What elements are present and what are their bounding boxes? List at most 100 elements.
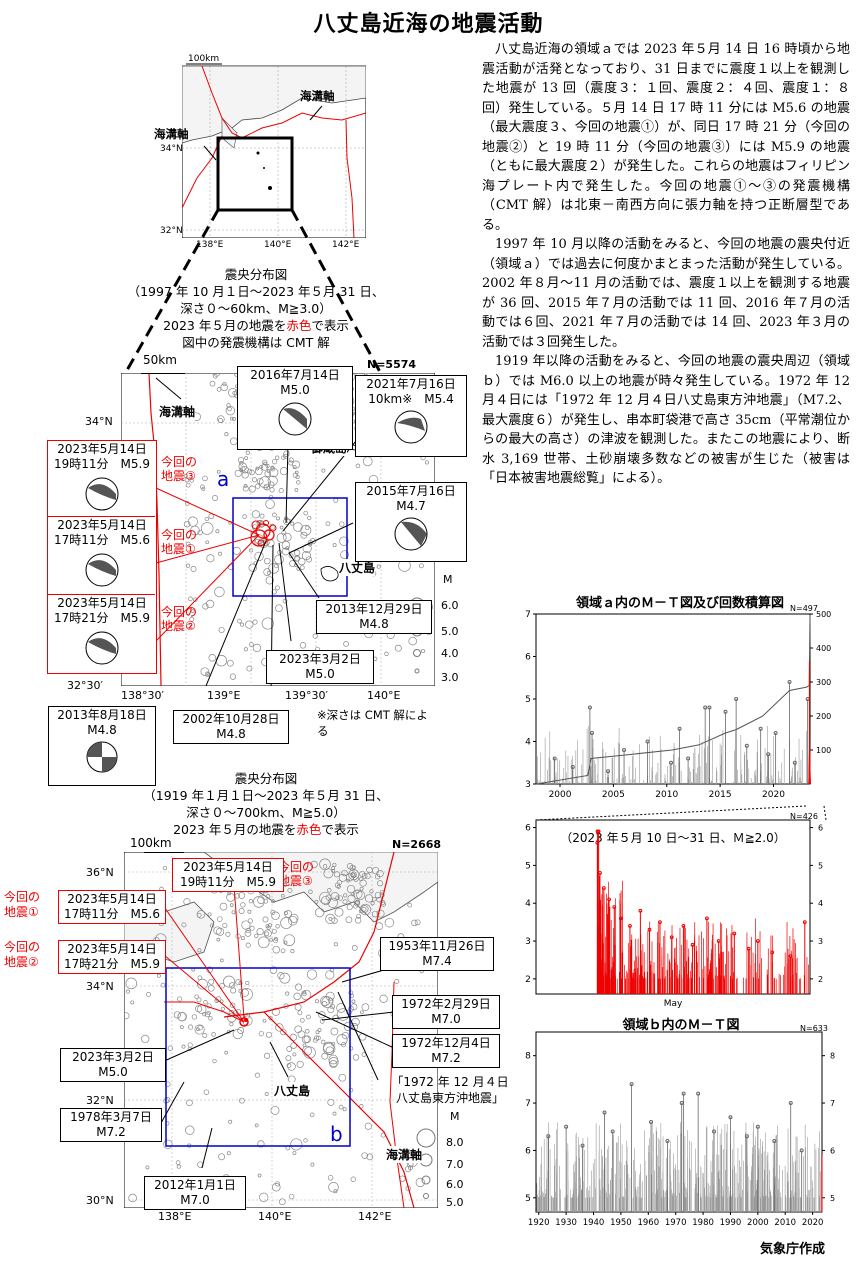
epicenter-dot bbox=[257, 1140, 265, 1148]
map2-mag-label: M bbox=[450, 1110, 460, 1123]
epicenter-dot bbox=[309, 538, 316, 545]
y-left-tick-label: 2 bbox=[525, 975, 531, 985]
x-tick-label: 1980 bbox=[692, 1218, 714, 1228]
map2-mag-5: 5.0 bbox=[446, 1196, 464, 1209]
epicenter-dot bbox=[282, 598, 288, 604]
epicenter-dot bbox=[361, 1152, 368, 1159]
epicenter-dot bbox=[130, 1000, 135, 1005]
focal-mechanism-icon bbox=[278, 402, 312, 436]
mt-point-red bbox=[681, 924, 686, 928]
mt-point bbox=[622, 748, 627, 752]
epicenter-dot bbox=[321, 1052, 329, 1060]
mt-point bbox=[712, 1129, 717, 1134]
mt-point-red bbox=[658, 920, 662, 925]
epicenter-dot bbox=[384, 917, 395, 928]
mt-point bbox=[590, 731, 595, 735]
epicenter-dot bbox=[175, 1160, 181, 1165]
epicenter-dot bbox=[255, 466, 260, 471]
epicenter-dot bbox=[275, 924, 280, 929]
epicenter-dot bbox=[280, 1028, 287, 1036]
epicenter-dot bbox=[321, 468, 326, 473]
epicenter-dot bbox=[162, 865, 168, 871]
epicenter-dot bbox=[332, 862, 337, 867]
epicenter-dot bbox=[299, 565, 305, 570]
epicenter-dot bbox=[194, 1024, 205, 1035]
chart3-count: N=633 bbox=[800, 1024, 828, 1033]
epicenter-dot bbox=[259, 891, 265, 897]
x-tick-label: 1920 bbox=[528, 1218, 550, 1228]
epicenter-dot bbox=[339, 521, 345, 527]
epicenter-dot bbox=[411, 919, 418, 927]
epicenter-dot bbox=[294, 556, 300, 562]
epicenter-dot bbox=[264, 1052, 271, 1059]
epicenter-dot bbox=[321, 895, 331, 906]
mt-point bbox=[669, 760, 674, 765]
epicenter-dot bbox=[372, 896, 377, 902]
epicenter-dot bbox=[337, 895, 344, 901]
epicenter-dot bbox=[379, 892, 385, 898]
epicenter-dot bbox=[211, 1032, 216, 1037]
paragraph-2: 1997 年 10 月以降の活動をみると、今回の地震の震央付近（領域ａ）では過去… bbox=[482, 237, 850, 350]
epicenter-dot bbox=[191, 1014, 198, 1020]
epicenter-dot bbox=[290, 949, 295, 954]
y-left-tick-label: 5 bbox=[525, 695, 531, 705]
epicenter-dot bbox=[327, 1098, 335, 1106]
epicenter-dot bbox=[259, 1192, 269, 1202]
epicenter-dot bbox=[265, 576, 274, 585]
epicenter-dot bbox=[301, 1035, 310, 1044]
epicenter-dot bbox=[141, 1034, 150, 1044]
epicenter-dot bbox=[280, 893, 285, 898]
mt-point bbox=[570, 765, 575, 769]
map1-eq2-label: 今回の地震② bbox=[161, 605, 198, 633]
map2-lat32: 32°N bbox=[86, 1094, 114, 1107]
epicenter-dot bbox=[332, 1111, 337, 1116]
epicenter-dot bbox=[239, 1097, 245, 1104]
epicenter-dot bbox=[215, 529, 220, 534]
epicenter-dot bbox=[216, 937, 221, 942]
epicenter-dot bbox=[228, 1119, 233, 1124]
epicenter-dot bbox=[278, 1198, 286, 1206]
y-right-tick-label: 8 bbox=[830, 1052, 835, 1061]
paragraph-1: 八丈島近海の領域ａでは 2023 年５月 14 日 16 時頃から地震活動が活発… bbox=[482, 42, 850, 233]
epicenter-dot bbox=[275, 455, 280, 460]
epicenter-dot bbox=[224, 1050, 229, 1055]
cumulative-line bbox=[536, 615, 811, 785]
epicenter-dot bbox=[305, 556, 313, 563]
epicenter-dot bbox=[202, 475, 208, 482]
epicenter-dot bbox=[275, 1181, 281, 1187]
mt-point bbox=[728, 1115, 733, 1120]
map1-lon13930: 139°30′ bbox=[285, 689, 328, 702]
index-lon140: 140°E bbox=[264, 240, 292, 250]
index-lon142: 142°E bbox=[332, 240, 360, 250]
mt-point-red bbox=[755, 939, 760, 943]
mt-point bbox=[665, 1138, 670, 1143]
epicenter-dot bbox=[263, 929, 272, 938]
epicenter-dot bbox=[243, 484, 248, 488]
epicenter-dot bbox=[259, 513, 265, 519]
mt-point bbox=[610, 1129, 615, 1134]
epicenter-dot bbox=[187, 1042, 193, 1048]
epicenter-dot bbox=[259, 464, 264, 469]
epicenter-dot bbox=[355, 889, 360, 894]
mt-point-red bbox=[618, 916, 623, 921]
epicenter-dot bbox=[327, 897, 338, 908]
x-tick-label: 2005 bbox=[602, 790, 625, 800]
epicenter-dot bbox=[340, 550, 349, 560]
epicenter-dot bbox=[306, 1014, 311, 1020]
epicenter-dot bbox=[288, 1193, 295, 1200]
mt-point bbox=[546, 1134, 551, 1139]
epicenter-dot bbox=[353, 903, 358, 909]
epicenter-dot bbox=[262, 916, 269, 923]
epicenter-dot bbox=[292, 460, 300, 469]
epicenter-dot bbox=[202, 1033, 208, 1038]
epicenter-dot bbox=[247, 909, 252, 914]
epicenter-dot bbox=[254, 1072, 260, 1078]
mt-point bbox=[788, 1101, 793, 1106]
mt-point-red bbox=[770, 950, 775, 955]
